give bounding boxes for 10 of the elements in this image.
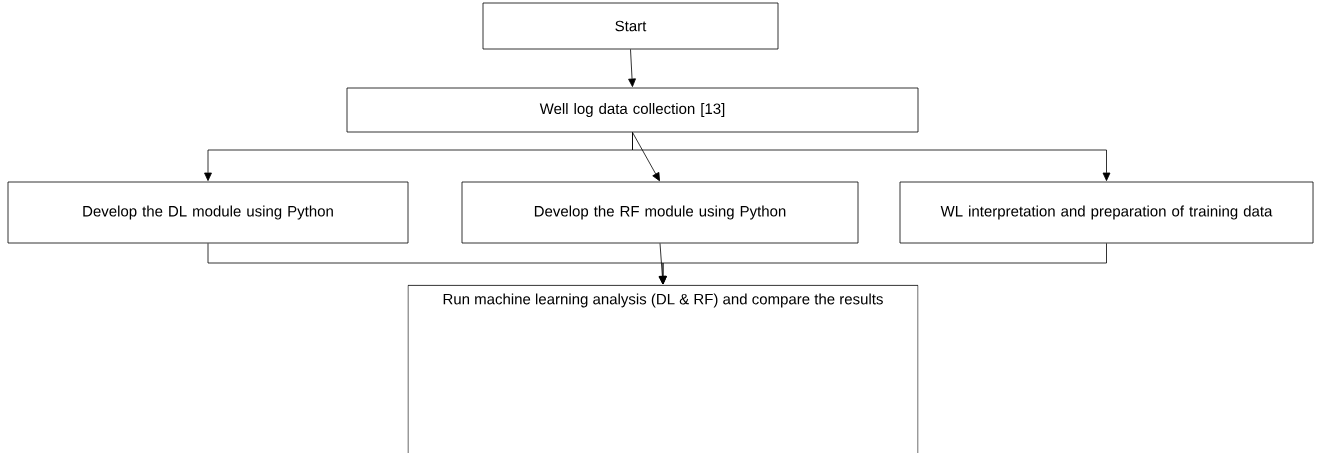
process-box: Run machine learning analysis (DL & RF) and compare the results xyxy=(407,285,919,453)
process-box: Well log data collection [13] xyxy=(346,87,919,133)
arrow xyxy=(628,49,636,88)
process-box: Develop the DL module using Python xyxy=(7,181,409,244)
process-box: Start xyxy=(482,2,779,50)
process-box: Develop the RF module using Python xyxy=(461,181,859,244)
arrow xyxy=(632,132,1111,181)
arrow xyxy=(632,132,660,182)
process-box: WL interpretation and preparation of training data xyxy=(899,181,1314,244)
arrow xyxy=(659,243,1107,285)
